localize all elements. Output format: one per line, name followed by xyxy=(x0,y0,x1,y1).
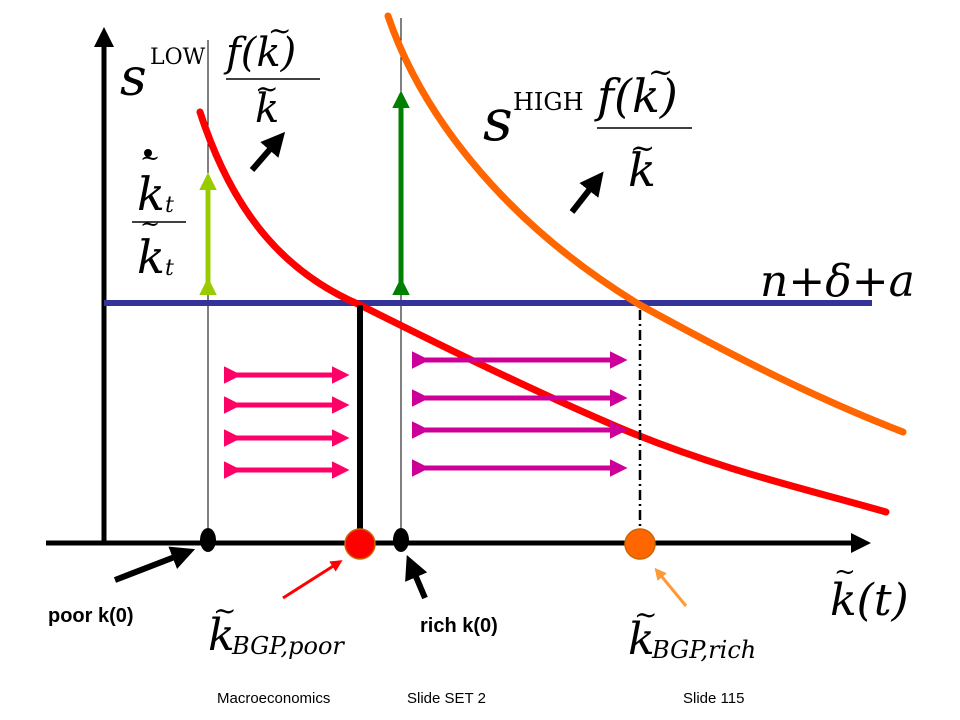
k-bgp-poor-subscript: BGP,poor xyxy=(231,632,345,660)
rich-k0-marker xyxy=(393,528,409,552)
tilde-mark: ~ xyxy=(140,144,160,172)
s-low-s: s xyxy=(120,48,147,108)
tilde-mark: ~ xyxy=(630,131,655,166)
k-bgp-poor-label: ~ k BGP,poor xyxy=(208,594,345,661)
footer-slide-set: Slide SET 2 xyxy=(407,690,486,707)
x-axis-label: ~ k(t) xyxy=(830,557,909,626)
footer-slide-number: Slide 115 xyxy=(683,690,745,707)
s-low-denominator: k xyxy=(255,86,279,132)
k-bgp-rich-label: ~ k BGP,rich xyxy=(628,598,756,665)
poor-k0-label: poor k(0) xyxy=(48,605,134,627)
growth-denominator: k xyxy=(137,230,165,284)
s-high-s: s xyxy=(483,86,513,154)
rich-steady-state-point xyxy=(624,528,656,560)
tilde-mark: ~ xyxy=(634,598,657,631)
growth-denominator-subscript: t xyxy=(165,256,174,281)
s-high-numerator: f(k) xyxy=(594,69,678,123)
s-high-denominator: k xyxy=(628,143,656,197)
growth-numerator-subscript: t xyxy=(165,193,174,218)
tilde-mark: ~ xyxy=(140,210,160,238)
poor-steady-state-point xyxy=(344,528,376,560)
tilde-mark: ~ xyxy=(213,594,236,627)
rich-k0-label: rich k(0) xyxy=(420,615,498,637)
s-high-curve xyxy=(384,12,907,436)
s-high-pointer-arrow xyxy=(569,171,604,214)
rich-label-pointer-arrow xyxy=(405,555,428,600)
growth-rate-label: ~ k t ~ k t xyxy=(132,144,186,284)
k-bgp-poor-base: k xyxy=(208,610,235,661)
k-bgp-rich-pointer-arrow xyxy=(654,567,688,607)
dot-mark xyxy=(144,149,152,157)
poor-label-pointer-arrow xyxy=(113,546,196,583)
footer-course: Macroeconomics xyxy=(217,690,331,707)
growth-numerator: k xyxy=(137,167,165,221)
tilde-mark: ~ xyxy=(255,72,278,105)
k-bgp-rich-base: k xyxy=(628,614,655,665)
k-bgp-poor-pointer-arrow xyxy=(282,560,343,600)
poor-convergence-arrows xyxy=(224,366,350,479)
s-high-label: s HIGH f(k) ~ k ~ xyxy=(483,55,692,197)
s-low-curve xyxy=(196,108,890,516)
s-low-superscript: LOW xyxy=(150,45,206,70)
tilde-mark: ~ xyxy=(268,14,291,47)
k-bgp-rich-subscript: BGP,rich xyxy=(651,636,756,664)
tilde-mark: ~ xyxy=(648,55,673,90)
poor-k0-marker xyxy=(200,528,216,552)
s-low-label: s LOW f(k) ~ k ~ xyxy=(120,14,320,132)
x-axis-label-text: k(t) xyxy=(830,575,909,626)
s-low-numerator: f(k) xyxy=(223,30,296,76)
s-low-pointer-arrow xyxy=(249,131,286,172)
rich-convergence-arrows xyxy=(412,351,628,477)
tilde-mark: ~ xyxy=(834,557,856,587)
depreciation-label: n+δ+a xyxy=(760,256,915,307)
s-high-superscript: HIGH xyxy=(513,88,584,116)
